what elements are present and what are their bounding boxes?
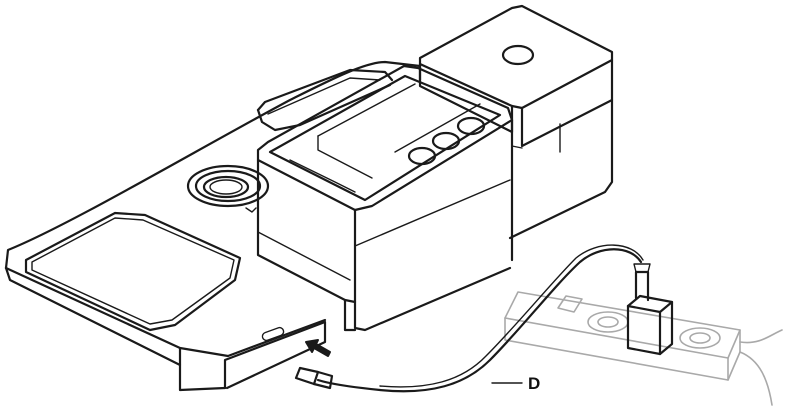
charging-base xyxy=(4,60,422,392)
watch-charger xyxy=(186,164,270,213)
usb-c-cable xyxy=(294,244,644,393)
insert-arrow-icon xyxy=(305,339,331,357)
power-adapter xyxy=(626,263,674,356)
cube-charger xyxy=(418,4,614,240)
organizer-box xyxy=(256,64,514,332)
wireless-charging-pad xyxy=(24,211,242,332)
cable-label-d: D xyxy=(528,374,541,393)
